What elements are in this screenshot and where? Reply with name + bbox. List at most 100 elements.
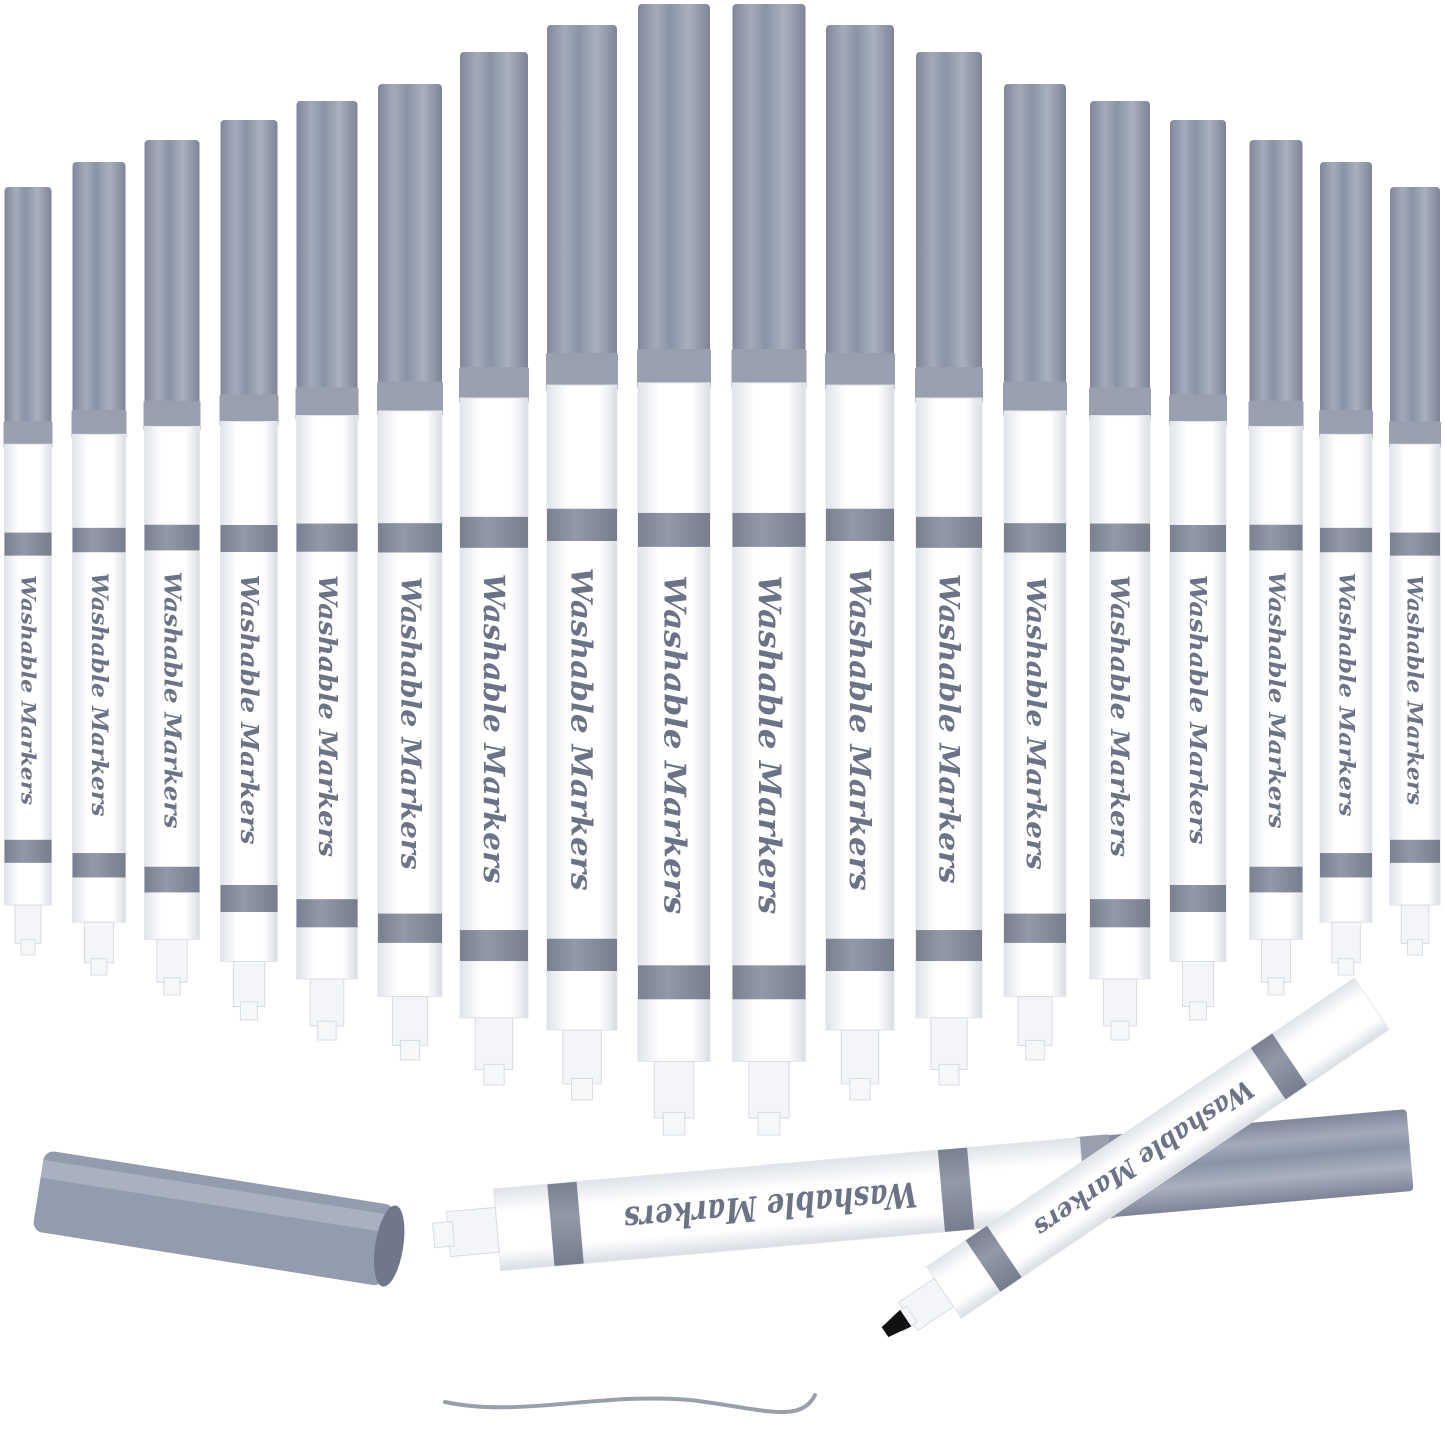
- marker-label-text: Washable Markers: [843, 568, 877, 891]
- barrel-band: [220, 885, 278, 912]
- barrel-band: [1170, 525, 1226, 552]
- barrel-band: [144, 866, 200, 893]
- barrel-band: [144, 524, 200, 551]
- marker-tip: [483, 1063, 505, 1086]
- marker-tip: [1110, 1020, 1130, 1041]
- marker-label-text: Washable Markers: [395, 577, 426, 870]
- marker-tip-collar: [1331, 921, 1361, 964]
- marker-cap: [916, 52, 982, 399]
- marker: Washable Markers: [825, 25, 895, 1101]
- marker-label-text: Washable Markers: [751, 575, 787, 914]
- marker-barrel: [1089, 415, 1151, 980]
- marker: Washable Markers: [1003, 84, 1067, 1061]
- barrel-band: [826, 508, 894, 541]
- marker-barrel: [377, 410, 443, 998]
- barrel-band: [296, 523, 358, 552]
- barrel-band: [1090, 899, 1150, 928]
- marker-tip: [317, 1020, 337, 1041]
- cap-ring: [1248, 400, 1304, 431]
- barrel-band: [732, 512, 806, 547]
- marker-tip-collar: [1182, 961, 1214, 1007]
- barrel-band: [378, 913, 442, 943]
- marker-tip: [432, 1220, 455, 1249]
- marker-cap: [1090, 101, 1150, 416]
- black-felt-tip: [881, 1309, 912, 1338]
- cap-ring: [1003, 381, 1067, 416]
- marker-tip: [662, 1111, 686, 1136]
- marker-tip: [1025, 1039, 1045, 1061]
- marker-tip-collar: [474, 1017, 514, 1071]
- marker-label-text: Washable Markers: [235, 575, 263, 845]
- cap-ring: [546, 352, 618, 391]
- barrel-band: [1249, 866, 1303, 893]
- marker-cap: [1320, 162, 1372, 435]
- marker-tip: [571, 1078, 593, 1101]
- marker-tip: [1407, 939, 1423, 956]
- marker-cap: [144, 140, 200, 427]
- barrel-band: [296, 899, 358, 928]
- marker-tip: [239, 1001, 259, 1021]
- loose-cap: [33, 1151, 405, 1287]
- marker-tip-collar: [1103, 978, 1137, 1027]
- marker: Washable Markers: [219, 120, 279, 1021]
- marker-label-text: Washable Markers: [1403, 575, 1428, 805]
- barrel-band: [916, 930, 982, 962]
- marker-label-text: Washable Markers: [933, 574, 966, 884]
- marker: Washable Markers: [295, 101, 359, 1041]
- cap-ring: [1389, 421, 1441, 449]
- barrel-band: [1004, 913, 1066, 943]
- cap-ring: [1089, 387, 1151, 421]
- marker-barrel: [1003, 410, 1067, 998]
- marker-tip-collar: [232, 961, 266, 1007]
- barrel-band: [638, 512, 710, 547]
- cap-ring: [3, 421, 53, 449]
- marker-barrel: [1249, 425, 1303, 940]
- marker-tip-collar: [83, 921, 115, 964]
- marker-cap: [220, 120, 278, 422]
- marker-tip-collar: [653, 1060, 695, 1119]
- marker-cap: [1390, 187, 1440, 445]
- marker-barrel: [459, 397, 529, 1019]
- marker-tip: [90, 958, 108, 976]
- marker-tip: [163, 977, 181, 996]
- barrel-band: [1320, 853, 1372, 878]
- cap-ring: [219, 394, 279, 426]
- barrel-band: [1249, 524, 1303, 551]
- marker-label-text: Washable Markers: [159, 572, 186, 829]
- marker-cap: [638, 4, 710, 383]
- cap-ring: [825, 352, 895, 391]
- barrel-band: [1090, 523, 1150, 552]
- cap-ring: [295, 387, 359, 421]
- barrel-band: [1170, 885, 1226, 912]
- cap-ring: [459, 367, 529, 404]
- marker-cap: [1249, 140, 1303, 427]
- cap-ring: [731, 348, 807, 389]
- marker: Washable Markers: [71, 162, 127, 976]
- barrel-band: [4, 839, 52, 863]
- marker-tip-collar: [748, 1060, 790, 1119]
- marker-barrel: [144, 425, 200, 940]
- marker-cap: [378, 84, 442, 411]
- barrel-band: [965, 1225, 1022, 1292]
- marker-label-text: Washable Markers: [565, 568, 600, 891]
- marker: Washable Markers: [1169, 120, 1227, 1021]
- marker: Washable Markers: [459, 52, 529, 1086]
- barrel-band: [4, 532, 52, 556]
- cap-opening: [373, 1205, 405, 1287]
- barrel-band: [547, 938, 617, 971]
- barrel-band: [1390, 532, 1440, 556]
- marker: Washable Markers: [731, 4, 807, 1136]
- marker: Washable Markers: [1248, 140, 1304, 996]
- barrel-band: [1320, 527, 1372, 553]
- marker-barrel: [72, 433, 126, 923]
- barrel-band: [1250, 1033, 1307, 1100]
- barrel-band: [460, 930, 528, 962]
- marker-cap: [732, 4, 806, 383]
- marker-tip-collar: [309, 978, 345, 1027]
- barrel-band: [826, 938, 894, 971]
- marker-barrel: [296, 415, 358, 980]
- cap-ring: [71, 409, 127, 439]
- barrel-band: [378, 523, 442, 553]
